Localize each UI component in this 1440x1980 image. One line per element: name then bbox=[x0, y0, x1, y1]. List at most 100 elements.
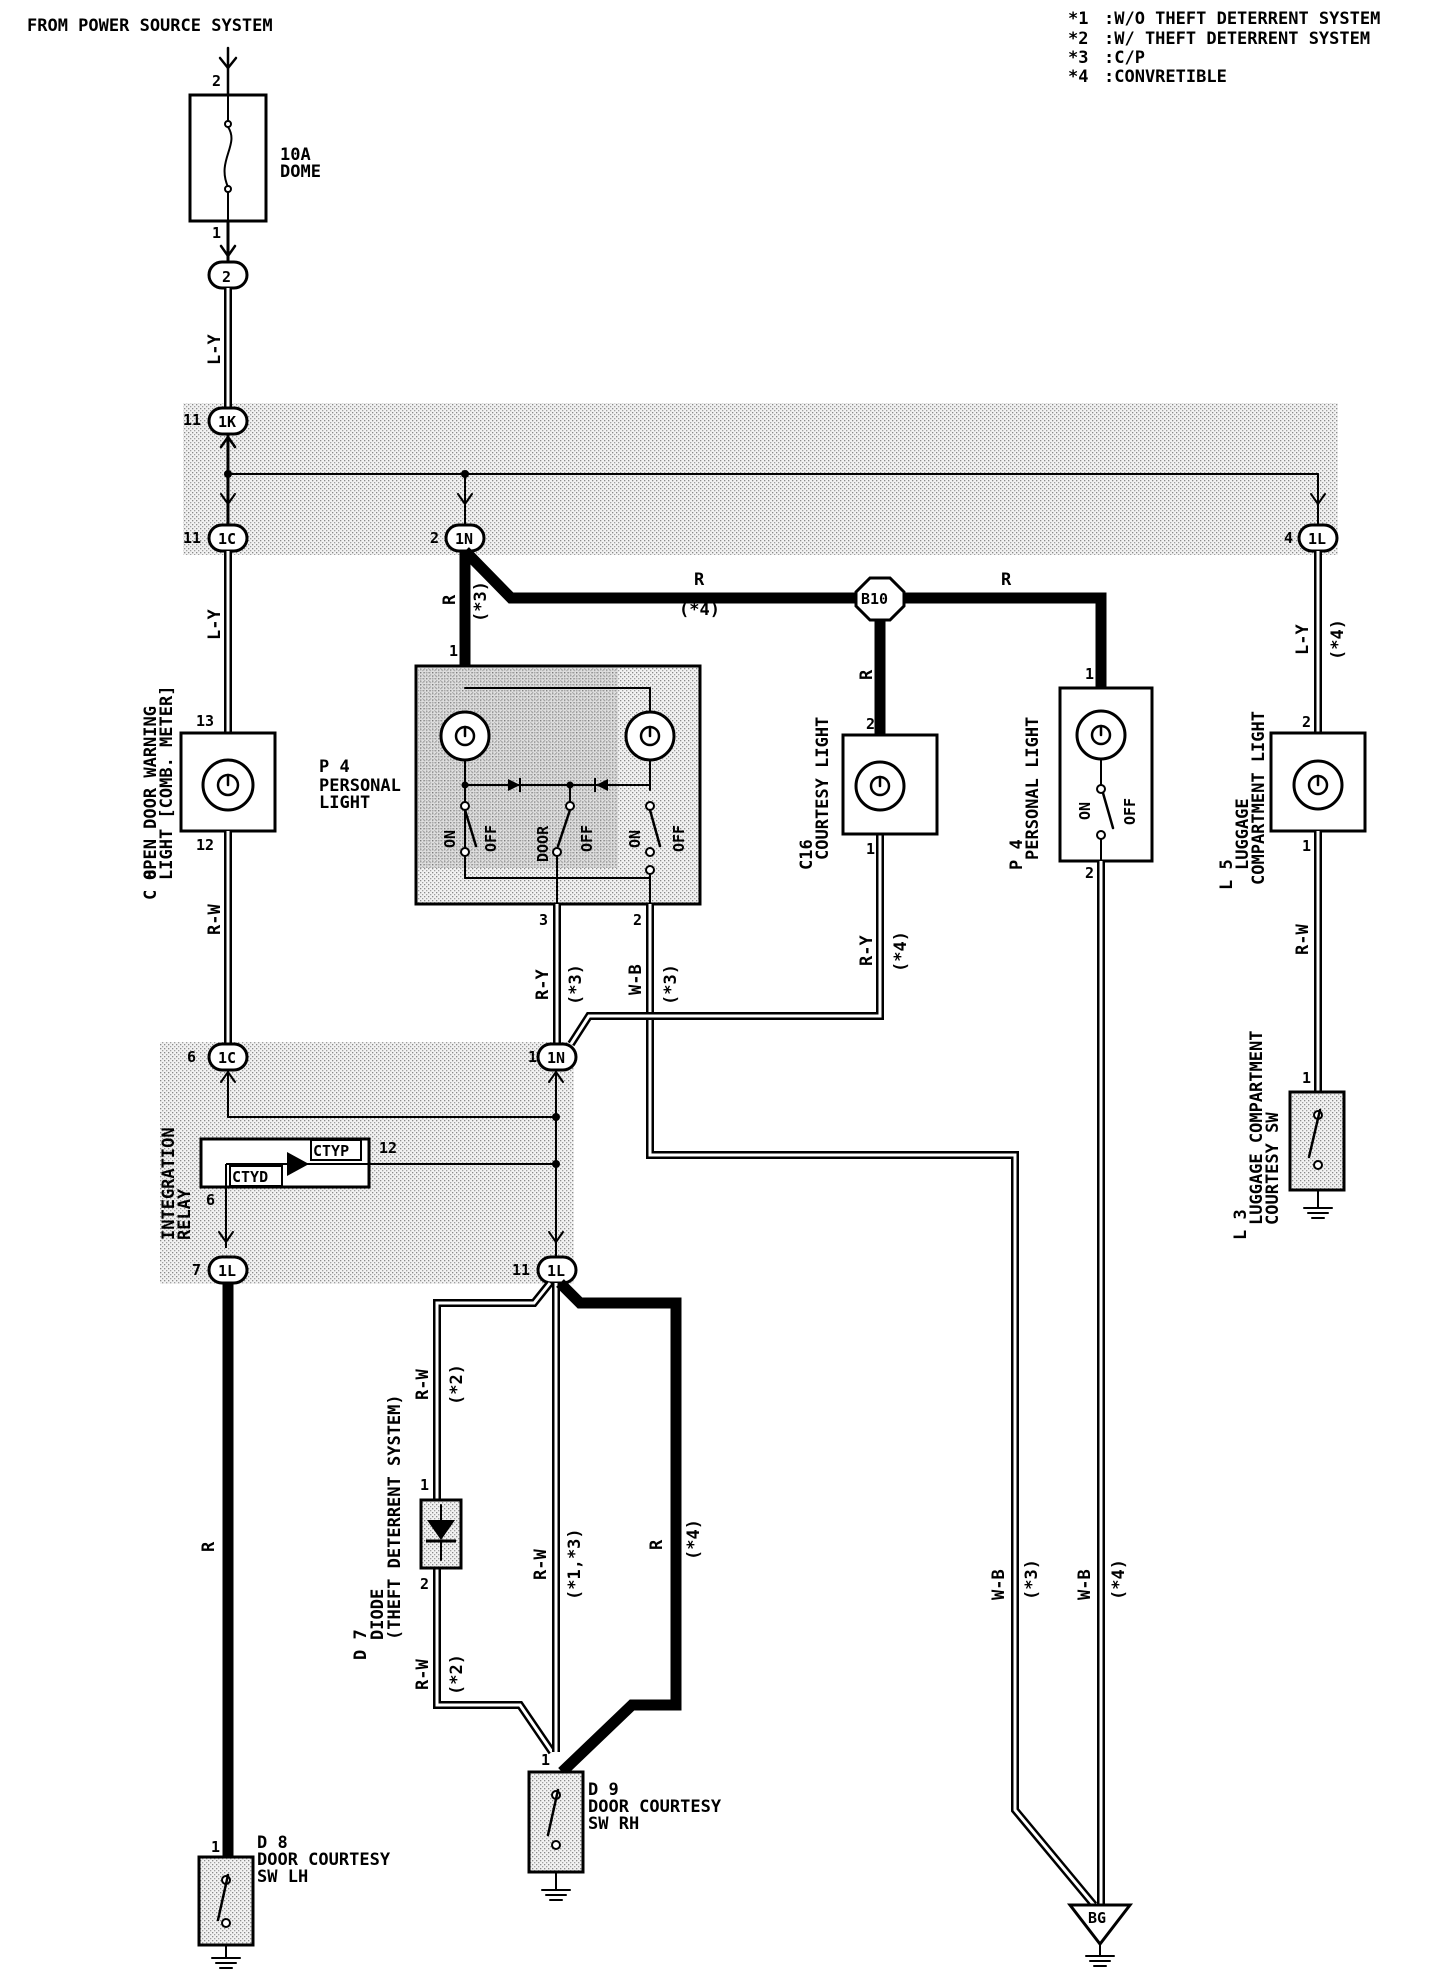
svg-text:B10: B10 bbox=[861, 590, 888, 608]
p4-left-sw3-off: OFF bbox=[670, 825, 688, 852]
relay-name2: RELAY bbox=[175, 1188, 195, 1240]
wire-label-r-b10-left: R bbox=[694, 570, 705, 590]
connector-1n-top: 1N bbox=[444, 523, 486, 553]
connector-1l-center: 1L bbox=[536, 1255, 578, 1285]
l3-id: L 3 bbox=[1231, 1209, 1251, 1240]
l3-name1: LUGGAGE COMPARTMENT bbox=[1247, 1031, 1267, 1225]
splice-b10: B10 bbox=[854, 576, 906, 622]
relay-name1: INTEGRATION bbox=[159, 1127, 179, 1240]
wire-label-rw-d7: R-W bbox=[413, 1369, 433, 1400]
d8-door-courtesy-switch-lh bbox=[197, 1855, 255, 1969]
wire-label-star4-right: (*4) bbox=[684, 1519, 704, 1560]
wire-label-rw-d7b: R-W bbox=[413, 1659, 433, 1690]
connector-1c-top: 1C bbox=[207, 523, 249, 553]
p4-left-sw1-off: OFF bbox=[482, 825, 500, 852]
p4-left-sw3-on: ON bbox=[626, 830, 644, 848]
l3-name2: COURTESY SW bbox=[1263, 1112, 1283, 1225]
wire-label-star2-d7: (*2) bbox=[447, 1364, 467, 1405]
connector-1c-mid: 1C bbox=[207, 1042, 249, 1072]
fuse-pin-bottom: 1 bbox=[212, 224, 221, 242]
legend-key-1: *1 bbox=[1068, 9, 1088, 29]
l5-name2: COMPARTMENT LIGHT bbox=[1249, 711, 1269, 885]
wire-label-rw-c8: R-W bbox=[205, 904, 225, 935]
fuse-pin-top: 2 bbox=[212, 72, 221, 90]
junction-dot bbox=[552, 1113, 560, 1121]
l3-pin: 1 bbox=[1302, 1069, 1311, 1087]
p4-right-pin-bottom: 2 bbox=[1085, 864, 1094, 882]
wire-label-rw-l3: R-W bbox=[1293, 924, 1313, 955]
p4-left-name2: LIGHT bbox=[319, 793, 370, 813]
fuse-name: DOME bbox=[280, 162, 321, 182]
c8-name1: OPEN DOOR WARNING bbox=[141, 706, 161, 880]
wire-label-star3-bottom: (*3) bbox=[1022, 1559, 1042, 1600]
p4-right-pin-top: 1 bbox=[1085, 665, 1094, 683]
d8-pin: 1 bbox=[211, 1838, 220, 1856]
d9-name2: SW RH bbox=[588, 1814, 639, 1834]
p4-left-pin-1: 1 bbox=[449, 642, 458, 660]
c16-name: COURTESY LIGHT bbox=[813, 717, 833, 860]
svg-text:1L: 1L bbox=[218, 1262, 236, 1280]
pin-7-1l: 7 bbox=[192, 1261, 201, 1279]
legend: *1 :W/O THEFT DETERRENT SYSTEM *2 :W/ TH… bbox=[1068, 9, 1380, 87]
wire-r-y-c16 bbox=[567, 834, 884, 1047]
svg-text:2: 2 bbox=[222, 268, 231, 286]
p4-left-id: P 4 bbox=[319, 757, 350, 777]
junction-block-top bbox=[183, 403, 1338, 555]
p4-personal-light-left bbox=[414, 664, 702, 906]
junction-dot bbox=[224, 470, 232, 478]
p4-personal-light-right bbox=[1058, 686, 1154, 863]
d9-pin: 1 bbox=[541, 1751, 550, 1769]
wire-label-r-b10-right: R bbox=[1001, 570, 1012, 590]
c8-id: C 8 bbox=[141, 869, 161, 900]
wire-r-w-d7-branch bbox=[433, 1280, 556, 1755]
d8-name1: DOOR COURTESY bbox=[257, 1850, 391, 1870]
relay-ctyd-label: CTYD bbox=[229, 1165, 283, 1187]
connector-1n-mid: 1N bbox=[536, 1042, 578, 1072]
pin-4-1l: 4 bbox=[1284, 529, 1293, 547]
wire-label-ly-l5: L-Y bbox=[1293, 624, 1313, 655]
pin-2-1n: 2 bbox=[430, 529, 439, 547]
d7-pin-bottom: 2 bbox=[420, 1575, 429, 1593]
wire-label-ry-c16: R-Y bbox=[857, 935, 877, 966]
svg-text:BG: BG bbox=[1088, 1909, 1106, 1927]
svg-text:1N: 1N bbox=[547, 1049, 565, 1067]
c8-pin-bottom: 12 bbox=[196, 836, 214, 854]
pin-6-1c: 6 bbox=[187, 1048, 196, 1066]
d8-name2: SW LH bbox=[257, 1867, 308, 1887]
l5-pin-bottom: 1 bbox=[1302, 837, 1311, 855]
junction-dot bbox=[552, 1160, 560, 1168]
l3-luggage-courtesy-switch bbox=[1288, 1090, 1346, 1219]
legend-key-3: *3 bbox=[1068, 48, 1088, 68]
connector-1l-left: 1L bbox=[207, 1255, 249, 1285]
d7-pin-top: 1 bbox=[420, 1476, 429, 1494]
c16-pin-bottom: 1 bbox=[866, 840, 875, 858]
p4-right-id: P 4 bbox=[1007, 839, 1027, 870]
d9-door-courtesy-switch-rh bbox=[527, 1770, 585, 1901]
wire-label-wb-3: W-B bbox=[989, 1569, 1009, 1600]
connector-1k: 1K bbox=[207, 406, 249, 436]
wire-label-r-top: R bbox=[440, 594, 460, 605]
svg-text:CTYP: CTYP bbox=[313, 1142, 349, 1160]
p4-right-on: ON bbox=[1076, 802, 1094, 820]
legend-key-2: *2 bbox=[1068, 29, 1088, 49]
wire-label-star3-wb: (*3) bbox=[661, 964, 681, 1005]
p4-left-pin-2: 2 bbox=[633, 911, 642, 929]
d9-id: D 9 bbox=[588, 1780, 619, 1800]
d7-diode bbox=[419, 1498, 463, 1570]
pin-1-1n: 1 bbox=[528, 1048, 537, 1066]
legend-text-1: :W/O THEFT DETERRENT SYSTEM bbox=[1104, 9, 1380, 29]
wire-label-wb-4: W-B bbox=[1075, 1569, 1095, 1600]
c16-courtesy-light bbox=[841, 733, 939, 836]
wire-label-r-d8: R bbox=[199, 1541, 219, 1552]
ground-bg: BG bbox=[1066, 1903, 1134, 1967]
p4-left-name1: PERSONAL bbox=[319, 776, 401, 796]
wire-r-thick-right bbox=[556, 1279, 682, 1776]
wire-label-rw-mid: R-W bbox=[531, 1549, 551, 1580]
p4-right-off: OFF bbox=[1121, 798, 1139, 825]
p4-left-sw2-off: OFF bbox=[578, 825, 596, 852]
pin-11-1c: 11 bbox=[183, 529, 201, 547]
c16-pin-top: 2 bbox=[866, 715, 875, 733]
relay-pin-12: 12 bbox=[379, 1139, 397, 1157]
d7-name1: DIODE bbox=[368, 1589, 388, 1640]
l5-pin-top: 2 bbox=[1302, 713, 1311, 731]
